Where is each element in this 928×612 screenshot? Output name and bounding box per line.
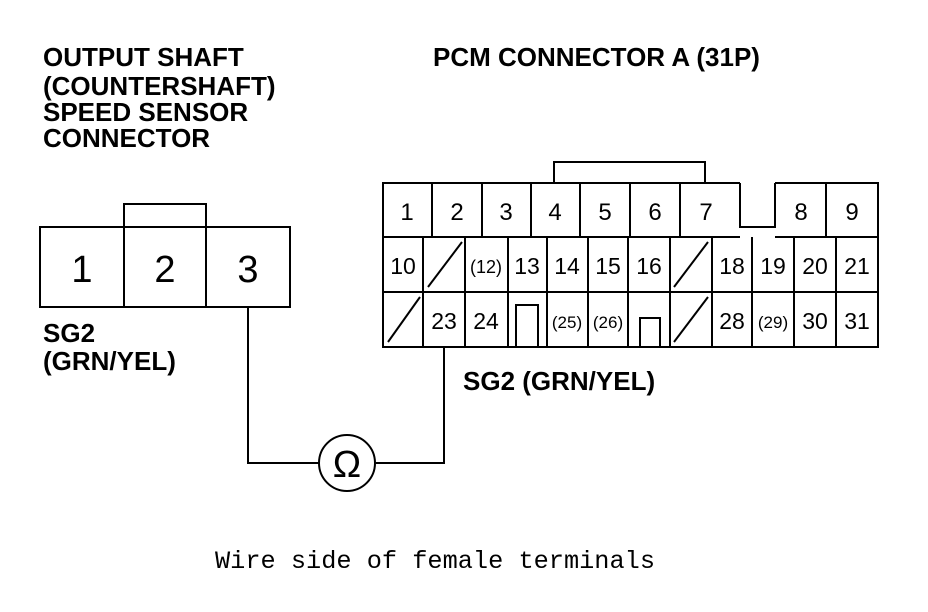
pcm-pin-23: 23: [431, 308, 457, 334]
pcm-pin-16: 16: [636, 253, 662, 279]
sensor-title-line-2: (COUNTERSHAFT): [43, 71, 276, 101]
pcm-empty-cavity: [673, 241, 709, 288]
pcm-row2-dividers: [422, 237, 837, 292]
pcm-connector-title: PCM CONNECTOR A (31P): [433, 42, 760, 72]
pcm-empty-cavity: [387, 296, 421, 343]
pcm-empty-cavity: [427, 241, 463, 288]
pcm-pin-2: 2: [450, 199, 463, 226]
pcm-connector: [382, 161, 879, 348]
meter-lead-left: [247, 307, 319, 464]
pcm-row2-pins: 10 (12) 13 14 15 16 18 19 20 21: [390, 253, 870, 279]
sensor-wire-label-line-2: (GRN/YEL): [43, 346, 176, 376]
pcm-row1-dividers: [431, 183, 827, 237]
pcm-pin-10: 10: [390, 253, 416, 279]
pcm-pin-20: 20: [802, 253, 828, 279]
pcm-pin-6: 6: [648, 199, 661, 226]
meter-lead-right: [376, 347, 445, 464]
pcm-row3-pins: 23 24 (25) (26) 28 (29) 30 31: [431, 308, 870, 334]
pcm-empty-cavity: [673, 296, 709, 343]
sensor-wire-label-line-1: SG2: [43, 318, 95, 348]
sensor-title-line-3: SPEED SENSOR: [43, 97, 248, 127]
pcm-bottom-key-slot: [639, 317, 661, 347]
pcm-pin-12: (12): [470, 257, 502, 277]
pcm-pin-26: (26): [593, 313, 623, 332]
sensor-pin-2: 2: [154, 249, 175, 291]
sensor-pin-3: 3: [237, 249, 258, 291]
pcm-pin-9: 9: [845, 199, 858, 226]
pcm-wire-label: SG2 (GRN/YEL): [463, 366, 655, 396]
meter-leads: [247, 307, 445, 492]
sensor-connector-latch: [123, 203, 207, 227]
pcm-pin-4: 4: [548, 199, 561, 226]
pcm-pin-30: 30: [802, 308, 828, 334]
pcm-pin-1: 1: [400, 199, 413, 226]
pcm-pin-13: 13: [514, 253, 540, 279]
pcm-pin-24: 24: [473, 308, 499, 334]
pcm-pin-15: 15: [595, 253, 621, 279]
pcm-pin-8: 8: [794, 199, 807, 226]
pcm-connector-outline: [382, 182, 879, 348]
sensor-title-line-4: CONNECTOR: [43, 123, 210, 153]
pcm-row1-pins: 1 2 3 4 5 6 7 8 9: [400, 199, 858, 226]
pcm-pin-5: 5: [598, 199, 611, 226]
sensor-title-line-1: OUTPUT SHAFT: [43, 42, 244, 72]
pcm-pin-31: 31: [844, 308, 870, 334]
pcm-pin-21: 21: [844, 253, 870, 279]
pcm-pin-25: (25): [552, 313, 582, 332]
pcm-pin-3: 3: [499, 199, 512, 226]
pcm-pin-29: (29): [758, 313, 788, 332]
sensor-connector-title: OUTPUT SHAFT (COUNTERSHAFT) SPEED SENSOR…: [43, 42, 276, 153]
pcm-pin-14: 14: [554, 253, 580, 279]
pcm-pin-7: 7: [699, 199, 712, 226]
sensor-connector: [39, 203, 291, 308]
pcm-pin-18: 18: [719, 253, 745, 279]
pcm-connector-latch: [553, 161, 706, 183]
pcm-bottom-key-slot: [515, 304, 539, 347]
sensor-pin-1: 1: [71, 249, 92, 291]
pcm-key-notch: [739, 183, 776, 228]
diagram-caption: Wire side of female terminals: [215, 547, 655, 576]
pcm-row3-dividers: [422, 292, 837, 347]
ohm-symbol: Ω: [333, 444, 361, 486]
ohmmeter-icon: [318, 434, 376, 492]
pcm-pin-28: 28: [719, 308, 745, 334]
sensor-connector-body: [39, 226, 291, 308]
pcm-pin-19: 19: [760, 253, 786, 279]
